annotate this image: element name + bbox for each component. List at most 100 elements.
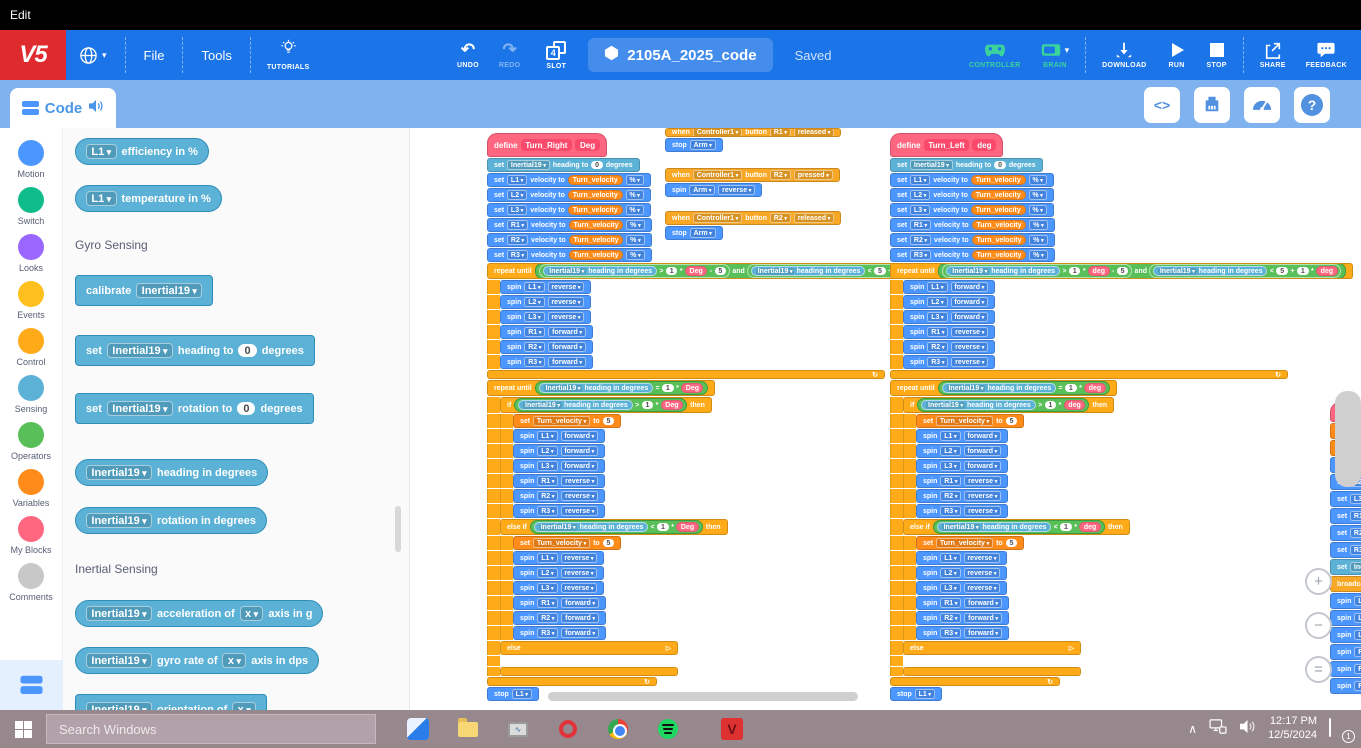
- block-stack-when-r2-pressed-spin-arm[interactable]: whenController1buttonR2pressedspinArmrev…: [665, 168, 840, 198]
- block-stack-define-turn-right[interactable]: defineTurn_RightDegsetInertial19heading …: [487, 133, 952, 702]
- block-dropdown[interactable]: released: [793, 213, 835, 223]
- code-block[interactable]: spinL3reverse: [916, 581, 1008, 595]
- search-input[interactable]: Search Windows: [46, 714, 376, 744]
- block-dropdown[interactable]: %: [1028, 175, 1047, 185]
- zoom-in-button[interactable]: +: [1305, 568, 1332, 595]
- block-dropdown[interactable]: R3: [1354, 681, 1361, 691]
- block-dropdown[interactable]: forward: [950, 297, 989, 307]
- variable-pill[interactable]: Turn_velocity: [970, 190, 1026, 200]
- block-dropdown[interactable]: reverse: [547, 312, 585, 322]
- block-stack-when-r2-released-stop-arm[interactable]: whenController1buttonR2releasedstopArm: [665, 211, 842, 241]
- block-dropdown[interactable]: L3: [524, 312, 545, 322]
- system-monitor-icon[interactable]: ∿: [506, 717, 530, 741]
- block-dropdown[interactable]: R1: [769, 129, 791, 136]
- reporter-block[interactable]: Inertial19heading in degrees: [538, 383, 654, 393]
- block-dropdown[interactable]: reverse: [560, 583, 598, 593]
- block-dropdown[interactable]: reverse: [963, 568, 1001, 578]
- dashboard-button[interactable]: [1244, 87, 1280, 123]
- number-input[interactable]: 1: [641, 401, 654, 409]
- code-block[interactable]: spinR3forward: [500, 355, 593, 369]
- variable-pill[interactable]: Turn_velocity: [567, 175, 623, 185]
- block-dropdown[interactable]: R3: [524, 357, 546, 367]
- sidebar-item-variables[interactable]: Variables: [13, 469, 49, 508]
- block-dropdown[interactable]: R2: [1354, 664, 1361, 674]
- menu-tools[interactable]: Tools: [201, 47, 232, 63]
- zoom-reset-button[interactable]: =: [1305, 656, 1332, 683]
- parameter-pill[interactable]: deg: [1063, 400, 1086, 410]
- number-input[interactable]: 1: [1044, 401, 1057, 409]
- code-block[interactable]: spinL1forward: [903, 280, 996, 294]
- block-dropdown[interactable]: L3: [1350, 494, 1361, 504]
- block-dropdown[interactable]: L1: [940, 431, 961, 441]
- block-dropdown[interactable]: L2: [1354, 613, 1361, 623]
- palette-block[interactable]: Inertial19heading in degrees: [75, 459, 269, 486]
- block-dropdown[interactable]: L1: [914, 689, 935, 699]
- number-input[interactable]: 0: [237, 401, 256, 416]
- block-dropdown[interactable]: forward: [560, 431, 599, 441]
- help-button[interactable]: ?: [1294, 87, 1330, 123]
- code-block[interactable]: else▷: [500, 641, 678, 655]
- run-button[interactable]: RUN: [1157, 30, 1197, 80]
- block-dropdown[interactable]: Controller1: [692, 129, 743, 136]
- block-dropdown[interactable]: R3: [940, 628, 962, 638]
- number-input[interactable]: 1: [1296, 267, 1309, 275]
- brain-button[interactable]: ▾ BRAIN: [1031, 30, 1080, 80]
- code-block[interactable]: else▷: [903, 641, 1081, 655]
- menu-file[interactable]: File: [143, 47, 165, 63]
- block-dropdown[interactable]: reverse: [964, 506, 1002, 516]
- block-dropdown[interactable]: L2: [524, 297, 545, 307]
- reporter-block[interactable]: Inertial19heading in degrees: [518, 400, 633, 410]
- block-dropdown[interactable]: Arm: [689, 185, 716, 195]
- number-input[interactable]: 1: [657, 523, 669, 531]
- sidebar-item-switch[interactable]: Switch: [18, 187, 44, 226]
- block-dropdown[interactable]: L2: [940, 568, 961, 578]
- block-dropdown[interactable]: R2: [524, 342, 546, 352]
- block-dropdown[interactable]: reverse: [561, 476, 599, 486]
- block-dropdown[interactable]: R3: [940, 506, 962, 516]
- block-dropdown[interactable]: reverse: [718, 185, 756, 195]
- block-dropdown[interactable]: L2: [507, 190, 528, 200]
- block-dropdown[interactable]: x: [222, 652, 247, 669]
- block-stack-when-released-stop-arm[interactable]: whenController1buttonR1releasedstopArm: [665, 128, 842, 153]
- undo-button[interactable]: ↶ UNDO: [457, 40, 479, 69]
- number-input[interactable]: 1: [662, 384, 674, 392]
- zoom-out-button[interactable]: −: [1305, 612, 1332, 639]
- code-block[interactable]: spinL3forward: [916, 459, 1009, 473]
- variable-pill[interactable]: Turn_velocity: [971, 250, 1027, 260]
- block-dropdown[interactable]: reverse: [547, 297, 585, 307]
- block-dropdown[interactable]: Inertial19: [910, 160, 953, 170]
- code-block[interactable]: spinR2reverse: [903, 340, 996, 354]
- download-button[interactable]: DOWNLOAD: [1092, 30, 1156, 80]
- controller-button[interactable]: CONTROLLER: [959, 30, 1031, 80]
- code-block[interactable]: spinL2reverse: [916, 566, 1008, 580]
- boolean-condition[interactable]: Inertial19heading in degrees>1*deg: [917, 398, 1090, 412]
- vexcode-app-icon[interactable]: V: [720, 717, 744, 741]
- boolean-condition[interactable]: Inertial19heading in degrees<1*Deg: [529, 520, 703, 534]
- code-block[interactable]: spinL3reverse: [500, 310, 592, 324]
- block-dropdown[interactable]: L3: [927, 312, 948, 322]
- block-dropdown[interactable]: R1: [1354, 647, 1361, 657]
- parameter-pill[interactable]: deg: [1316, 266, 1338, 276]
- block-dropdown[interactable]: L1: [537, 431, 558, 441]
- block-dropdown[interactable]: R3: [537, 628, 559, 638]
- chrome-icon[interactable]: [606, 717, 630, 741]
- code-block[interactable]: repeat untilInertial19heading in degrees…: [487, 380, 715, 396]
- block-dropdown[interactable]: L3: [910, 205, 931, 215]
- spotify-icon[interactable]: [656, 717, 680, 741]
- code-block[interactable]: repeat untilInertial19heading in degrees…: [487, 263, 952, 279]
- code-block[interactable]: spinR3forward: [513, 626, 606, 640]
- block-dropdown[interactable]: forward: [950, 312, 989, 322]
- define-parameter[interactable]: Turn_Left: [923, 139, 970, 151]
- code-block[interactable]: broadcast: [1330, 576, 1361, 592]
- boolean-condition[interactable]: Inertial19heading in degrees>1*deg-5andI…: [937, 264, 1346, 278]
- block-dropdown[interactable]: L1: [537, 553, 558, 563]
